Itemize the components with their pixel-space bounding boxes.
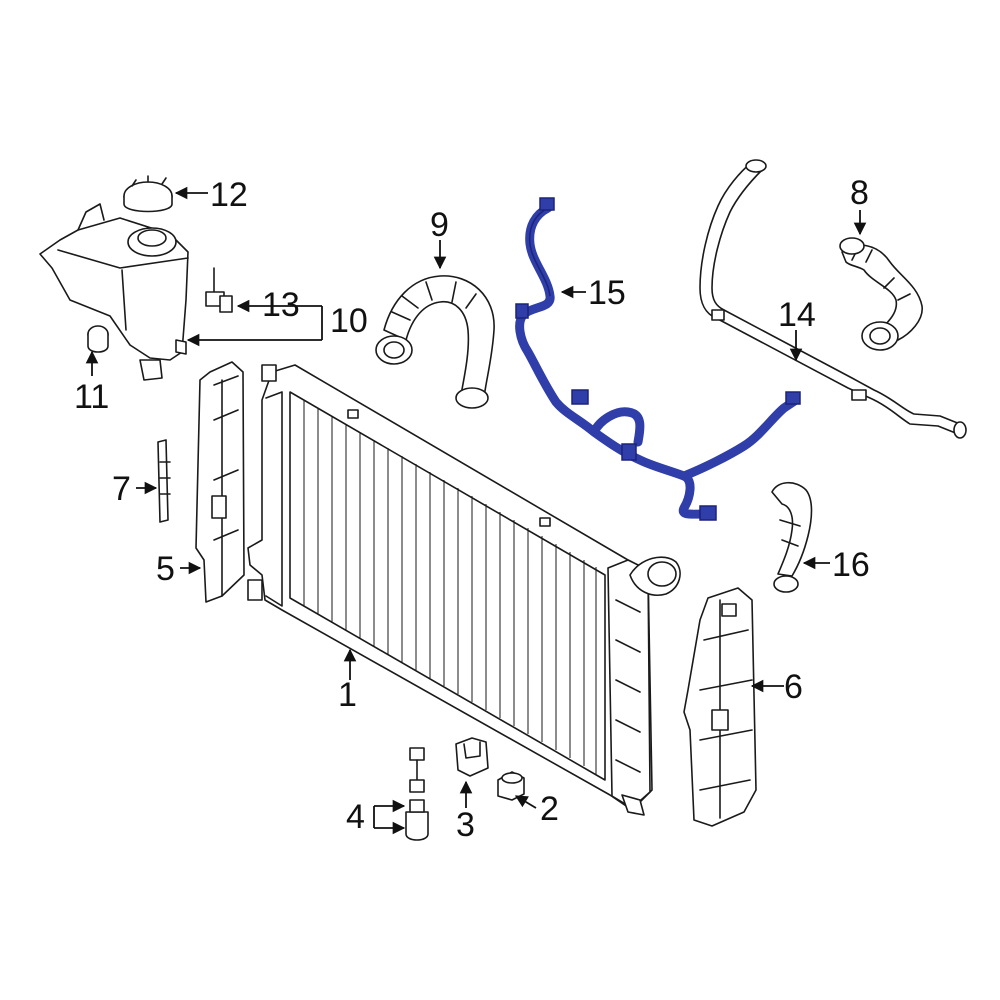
right-air-deflector (683, 587, 757, 827)
callout-11[interactable]: 11 (74, 378, 109, 416)
callout-4[interactable]: 4 (346, 798, 365, 836)
tank-mount-grommet (87, 325, 109, 353)
callout-leaders (85, 186, 867, 835)
callout-9[interactable]: 9 (430, 206, 449, 244)
callout-16[interactable]: 16 (832, 546, 870, 584)
seal-bracket (157, 439, 171, 523)
level-sensor (205, 267, 233, 313)
drain-plug (405, 747, 429, 841)
callout-14[interactable]: 14 (778, 296, 816, 334)
callout-5[interactable]: 5 (156, 550, 175, 588)
tank-cap (123, 175, 173, 213)
callout-3[interactable]: 3 (456, 806, 475, 844)
overflow-hose (699, 159, 967, 439)
radiator-fins (303, 400, 597, 774)
callout-8[interactable]: 8 (850, 174, 869, 212)
coolant-hose-highlighted (515, 197, 801, 521)
bypass-hose (771, 481, 813, 593)
callout-1[interactable]: 1 (338, 676, 357, 714)
upper-hose (839, 237, 923, 351)
callout-labels: 1 2 3 4 5 6 7 8 9 10 11 12 13 14 15 16 (74, 174, 870, 844)
mount-bushing (497, 771, 525, 801)
callout-12[interactable]: 12 (210, 176, 248, 214)
callout-6[interactable]: 6 (784, 668, 803, 706)
hose-15-body (515, 203, 801, 519)
radiator (247, 364, 681, 816)
callout-7[interactable]: 7 (112, 470, 131, 508)
callout-10[interactable]: 10 (330, 302, 368, 340)
callout-2[interactable]: 2 (540, 790, 559, 828)
left-air-deflector (195, 361, 245, 603)
expansion-tank (39, 203, 189, 381)
mount-bracket (455, 737, 489, 777)
callout-15[interactable]: 15 (588, 274, 626, 312)
lower-hose (375, 275, 495, 409)
callout-13[interactable]: 13 (262, 286, 300, 324)
